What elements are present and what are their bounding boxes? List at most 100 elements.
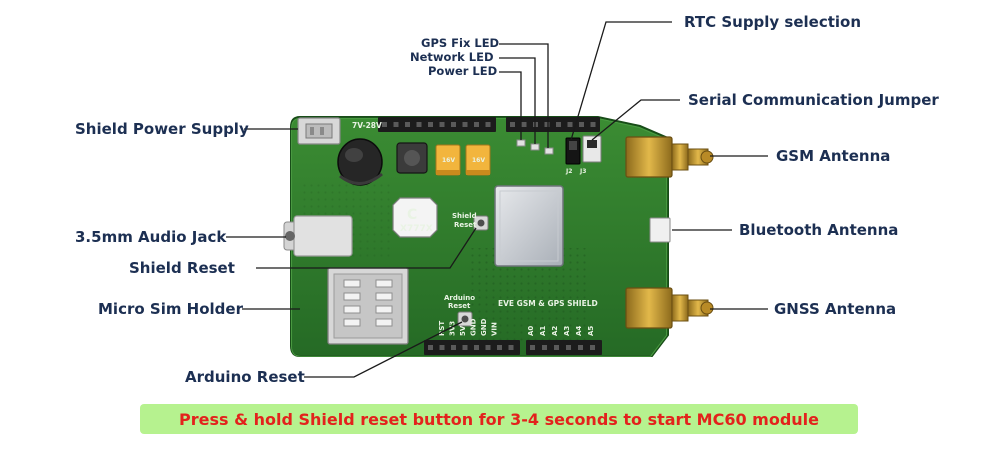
- audio-jack: [283, 215, 353, 257]
- analog-pin-label: A1: [539, 326, 547, 336]
- label-rtc-supply-selection: RTC Supply selection: [684, 13, 862, 31]
- header-pin: [382, 122, 387, 127]
- header-pin: [530, 345, 535, 350]
- label-gnss-antenna: GNSS Antenna: [774, 300, 897, 318]
- jumper-mark-j2: J2: [565, 168, 572, 175]
- header-pin: [451, 122, 456, 127]
- analog-pin-label: A5: [587, 326, 595, 336]
- header-pin: [566, 345, 571, 350]
- header-pin: [474, 345, 479, 350]
- module-letter: C: [407, 207, 417, 223]
- sim-contact: [375, 292, 393, 301]
- power-supply-connector: [297, 117, 341, 145]
- header-pin: [439, 122, 445, 127]
- shield-reset-silk-2: Reset: [454, 221, 477, 229]
- label-audio-jack: 3.5mm Audio Jack: [75, 228, 227, 246]
- analog-pin-label: A3: [563, 326, 571, 336]
- header-pin: [556, 122, 561, 127]
- mc60-module: [494, 185, 564, 267]
- module-code: X777X: [400, 224, 433, 234]
- header-pin: [497, 345, 502, 350]
- leader-power-led: [499, 71, 522, 140]
- label-power-led: Power LED: [428, 64, 498, 78]
- header-pin: [428, 122, 433, 127]
- header-pin: [590, 122, 596, 127]
- header-pin: [416, 122, 422, 127]
- sim-contact: [343, 318, 361, 327]
- header-pin: [544, 122, 550, 127]
- rtc-jumper: [565, 137, 581, 165]
- sim-contact: [343, 305, 361, 314]
- analog-pin-label: A4: [575, 326, 583, 336]
- bottom-header-analog: [526, 340, 602, 355]
- analog-pin-label: A0: [527, 326, 535, 336]
- label-gps-fix-led: GPS Fix LED: [421, 36, 500, 50]
- jumper-mark-j3: J3: [579, 168, 586, 175]
- label-gsm-antenna: GSM Antenna: [776, 147, 891, 165]
- sim-contact: [375, 279, 393, 288]
- leader-shield-reset: [256, 227, 477, 269]
- leader-rtc: [570, 21, 672, 141]
- bluetooth-antenna-chip: [649, 217, 671, 243]
- header-pin: [439, 345, 445, 350]
- header-pin: [474, 122, 479, 127]
- sim-holder: [327, 267, 409, 345]
- serial-jumper: [582, 135, 602, 163]
- cap-mark-2: 16V: [472, 157, 485, 164]
- sim-contact: [343, 279, 361, 288]
- analog-pin-label: A2: [551, 326, 559, 336]
- leader-gps-fix: [499, 43, 549, 148]
- electrolytic-capacitor: [337, 138, 383, 186]
- gnss-sma-connector: [625, 287, 714, 329]
- top-header-right: [506, 117, 600, 132]
- leader-arduino-reset: [304, 321, 463, 378]
- power-pin-label: VIN: [491, 322, 499, 336]
- voltage-silk: 7V-28V: [352, 121, 382, 130]
- header-pin: [590, 345, 595, 350]
- power-pin-label: 3V3: [449, 321, 457, 336]
- cap-mark-1: 16V: [442, 157, 455, 164]
- instruction-text: Press & hold Shield reset button for 3-4…: [179, 409, 819, 429]
- header-pin: [510, 122, 515, 127]
- header-pin: [485, 345, 491, 350]
- power-pin-label: GND: [480, 318, 488, 336]
- tantalum-capacitors: 16V 16V: [435, 144, 491, 176]
- sim-contact: [375, 318, 393, 327]
- label-arduino-reset: Arduino Reset: [185, 368, 305, 386]
- power-pin-label: GND: [470, 318, 478, 336]
- leader-network: [499, 57, 536, 144]
- label-micro-sim-holder: Micro Sim Holder: [98, 300, 243, 318]
- power-pin-label: 5V: [459, 325, 467, 336]
- header-pin: [567, 122, 573, 127]
- label-network-led: Network LED: [410, 50, 494, 64]
- label-shield-reset: Shield Reset: [129, 259, 235, 277]
- label-bluetooth-antenna: Bluetooth Antenna: [739, 221, 899, 239]
- header-pin: [578, 345, 583, 350]
- label-shield-power-supply: Shield Power Supply: [75, 120, 249, 138]
- leader-serial: [591, 99, 680, 141]
- label-serial-comm-jumper: Serial Communication Jumper: [688, 91, 939, 109]
- inductor: [396, 142, 428, 174]
- shield-reset-silk-1: Shield: [452, 212, 477, 220]
- power-pin-label: RST: [438, 321, 446, 336]
- header-pin: [542, 345, 547, 350]
- bottom-header-power: [424, 340, 520, 355]
- header-pin: [428, 345, 433, 350]
- top-header-left: [378, 117, 496, 132]
- buzzer-module: C X777X: [392, 197, 438, 238]
- header-pin: [393, 122, 399, 127]
- sim-contact: [343, 292, 361, 301]
- header-pin: [451, 345, 456, 350]
- instruction-banner: Press & hold Shield reset button for 3-4…: [140, 404, 858, 434]
- header-pin: [405, 122, 410, 127]
- header-pin: [508, 345, 514, 350]
- header-pin: [554, 345, 559, 350]
- header-pin: [462, 345, 468, 350]
- arduino-reset-silk-2: Reset: [448, 302, 471, 310]
- leader-lines: [226, 21, 768, 378]
- shield-reset-button: Shield Reset: [452, 212, 489, 231]
- header-pin: [485, 122, 491, 127]
- header-pin: [579, 122, 584, 127]
- gsm-sma-connector: [625, 136, 714, 178]
